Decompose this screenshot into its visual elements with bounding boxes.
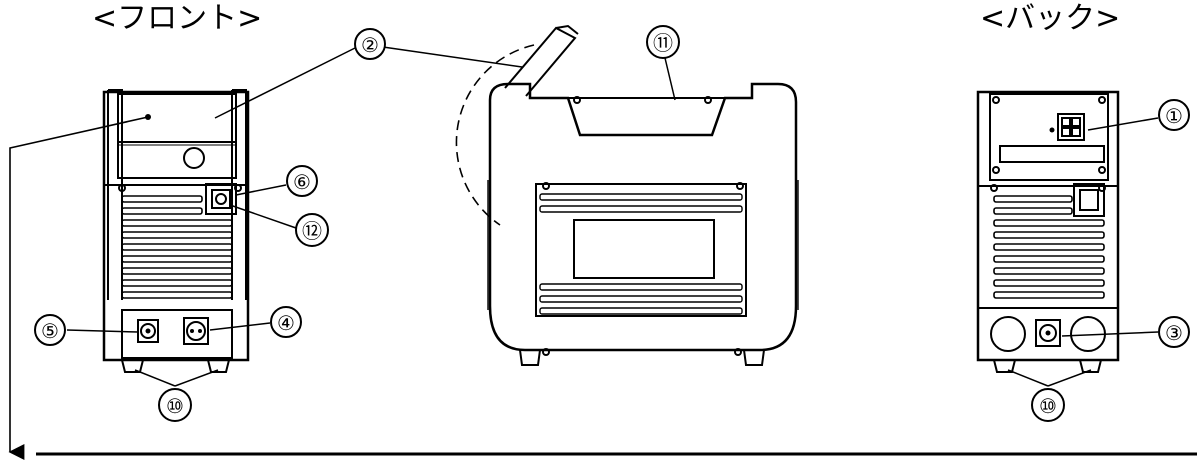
side-louvres: [539, 193, 743, 315]
side-lid: [504, 26, 577, 97]
callout-4: ④: [270, 306, 302, 338]
callout-4-label: ④: [277, 311, 295, 335]
front-switch: [205, 183, 237, 215]
back-body: [976, 90, 1120, 362]
callout-6-label: ⑥: [293, 170, 311, 194]
back-foot-right: [1079, 359, 1102, 373]
side-louvre-frame: [535, 183, 747, 317]
back-switch-box: [1073, 183, 1105, 217]
callout-10-front: ⑩: [158, 388, 192, 422]
callout-3: ③: [1158, 316, 1190, 348]
side-view: [455, 24, 799, 366]
front-connector-4: [183, 317, 209, 345]
callout-2: ②: [354, 28, 386, 60]
callout-10-back: ⑩: [1031, 388, 1065, 422]
front-window-panel: [117, 93, 237, 179]
side-foot-left: [519, 349, 541, 366]
front-right-post: [231, 89, 247, 300]
back-top-panel: [989, 93, 1109, 181]
lid-swing-arc: [455, 44, 535, 226]
front-panel-arrow: [8, 116, 149, 460]
side-foot-right: [743, 349, 765, 366]
back-foot-left: [993, 359, 1016, 373]
callout-10-front-label: ⑩: [166, 394, 184, 418]
callout-3-label: ③: [1165, 321, 1183, 345]
front-window-knob: [183, 147, 205, 169]
callout-11-label: ⑪: [653, 31, 673, 55]
front-connector-5: [137, 319, 159, 343]
callout-2-label: ②: [361, 33, 379, 57]
back-view: [976, 90, 1120, 373]
side-label-plate: [573, 219, 715, 279]
callout-12-label: ⑫: [302, 219, 322, 243]
callout-1-label: ①: [1165, 104, 1183, 128]
back-port-left: [990, 316, 1026, 352]
front-connector-panel: [121, 309, 233, 359]
callout-5: ⑤: [34, 314, 66, 346]
side-body: [488, 82, 798, 352]
callout-6: ⑥: [286, 165, 318, 197]
front-louvres: [121, 195, 233, 299]
front-foot-left: [121, 359, 144, 373]
back-connector-3: [1035, 319, 1061, 347]
back-terminal-block: [1057, 113, 1085, 141]
front-view-title: <フロント>: [92, 1, 263, 36]
front-foot-right: [207, 359, 230, 373]
back-label-slot: [999, 145, 1105, 163]
callouts: ② ⑪ ① ⑥ ⑫ ⑤ ④ ③: [34, 25, 1190, 422]
back-louvres: [993, 195, 1105, 299]
callout-11: ⑪: [646, 25, 680, 59]
leader-lines: [8, 46, 1159, 460]
callout-12: ⑫: [295, 213, 329, 247]
back-view-title: <バック>: [980, 1, 1121, 36]
front-body: [102, 90, 250, 362]
callout-10-back-label: ⑩: [1039, 394, 1057, 418]
front-left-post: [107, 89, 123, 300]
callout-1: ①: [1158, 99, 1190, 131]
front-view: [102, 89, 250, 373]
callout-5-label: ⑤: [41, 319, 59, 343]
